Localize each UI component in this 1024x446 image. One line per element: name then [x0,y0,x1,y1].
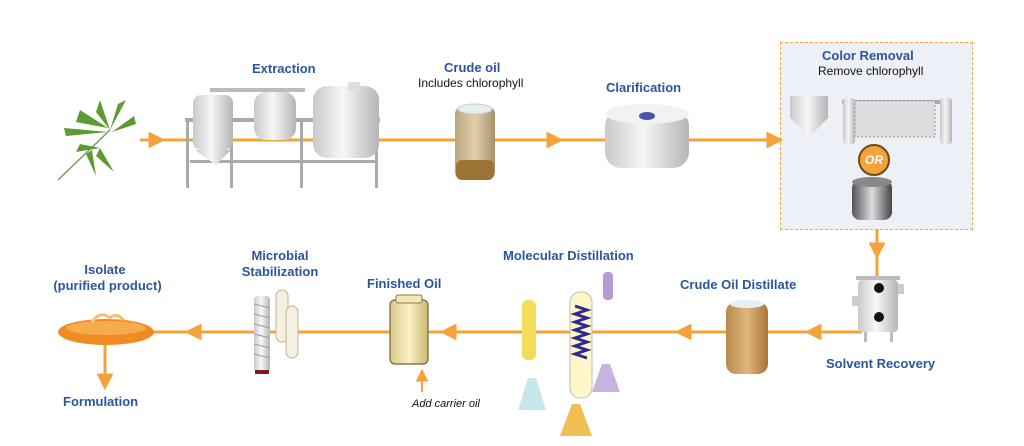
extraction-equipment-icon [185,82,380,188]
finished-oil-label: Finished Oil [367,276,442,291]
filter-press-icon [790,96,952,144]
crude-oil-distillate-jar-icon [726,300,768,374]
color-removal-label: Color Removal [822,48,914,63]
color-removal-note: Remove chlorophyll [818,64,924,78]
isolate-label-line2: (purified product) [53,278,162,293]
isolate-label-line1: Isolate [84,262,126,277]
microbial-stabilization-filters-icon [253,289,299,374]
extraction-label: Extraction [252,61,316,76]
microbial-stabilization-label-line2: Stabilization [241,264,319,279]
microbial-stabilization-label-line1: Microbial [251,248,309,263]
crude-oil-note: Includes chlorophyll [418,76,524,90]
solvent-recovery-vessel-icon [852,276,904,342]
formulation-label: Formulation [63,394,139,409]
finished-oil-bottle-icon [389,294,429,365]
crude-oil-distillate-label: Crude Oil Distillate [680,277,797,292]
molecular-distillation-label: Molecular Distillation [503,248,634,263]
or-badge: OR [858,144,890,176]
crude-oil-label: Crude oil [444,60,501,75]
add-carrier-oil-note: Add carrier oil [412,398,480,410]
clarification-tank-icon [605,104,689,168]
isolate-product-icon [58,313,154,345]
molecular-distillation-apparatus-icon [518,272,620,436]
crude-oil-jar-icon [455,103,495,180]
clarification-label: Clarification [606,80,682,95]
filter-cartridge-icon [852,177,892,220]
hemp-plant-icon [57,100,136,181]
solvent-recovery-label: Solvent Recovery [826,356,936,371]
